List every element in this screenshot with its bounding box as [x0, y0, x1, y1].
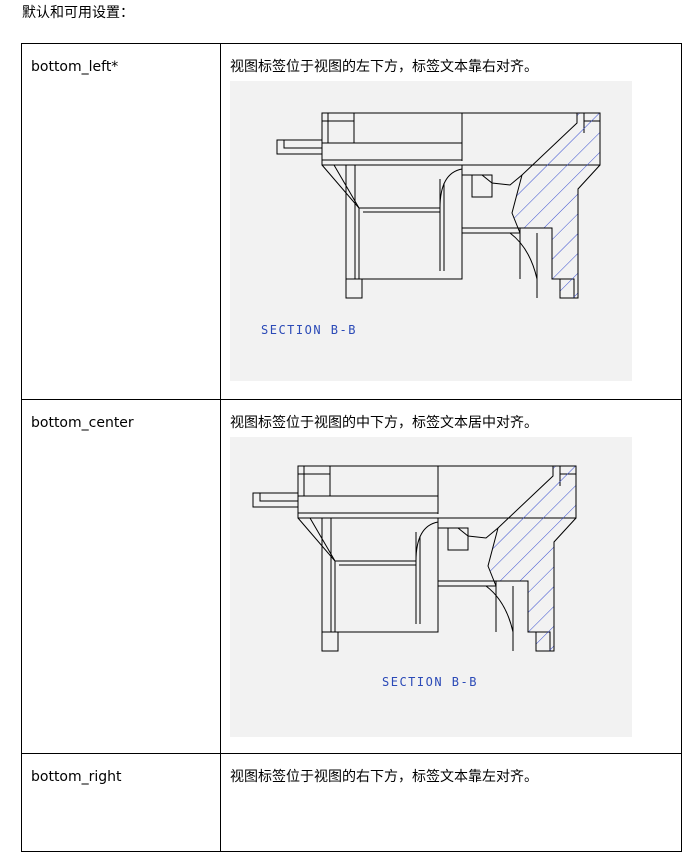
option-description: 视图标签位于视图的右下方，标签文本靠左对齐。 [230, 769, 538, 785]
section-heading: 默认和可用设置： [22, 5, 134, 21]
section-view-label: SECTION B-B [382, 675, 478, 689]
settings-table: bottom_left* 视图标签位于视图的左下方，标签文本靠右对齐。 SECT… [21, 43, 682, 852]
option-description-cell: 视图标签位于视图的右下方，标签文本靠左对齐。 [220, 753, 682, 852]
table-row: bottom_left* 视图标签位于视图的左下方，标签文本靠右对齐。 SECT… [21, 43, 682, 400]
section-view-label: SECTION B-B [261, 323, 357, 337]
option-description: 视图标签位于视图的中下方，标签文本居中对齐。 [230, 415, 538, 431]
option-description-cell: 视图标签位于视图的中下方，标签文本居中对齐。 SECTION B-B [220, 399, 682, 754]
option-name-cell: bottom_center [21, 399, 221, 754]
section-view-drawing: SECTION B-B [252, 465, 577, 689]
table-row: bottom_center 视图标签位于视图的中下方，标签文本居中对齐。 SEC… [21, 399, 682, 754]
option-name: bottom_right [31, 769, 122, 785]
section-view-figure: SECTION B-B [230, 437, 632, 737]
section-view-drawing: SECTION B-B [261, 112, 601, 337]
section-view-figure: SECTION B-B [230, 81, 632, 381]
option-description: 视图标签位于视图的左下方，标签文本靠右对齐。 [230, 59, 538, 75]
table-row: bottom_right 视图标签位于视图的右下方，标签文本靠左对齐。 [21, 753, 682, 852]
option-name: bottom_left* [31, 59, 119, 75]
option-name: bottom_center [31, 415, 134, 431]
option-name-cell: bottom_right [21, 753, 221, 852]
option-name-cell: bottom_left* [21, 43, 221, 400]
option-description-cell: 视图标签位于视图的左下方，标签文本靠右对齐。 SECTION B-B [220, 43, 682, 400]
